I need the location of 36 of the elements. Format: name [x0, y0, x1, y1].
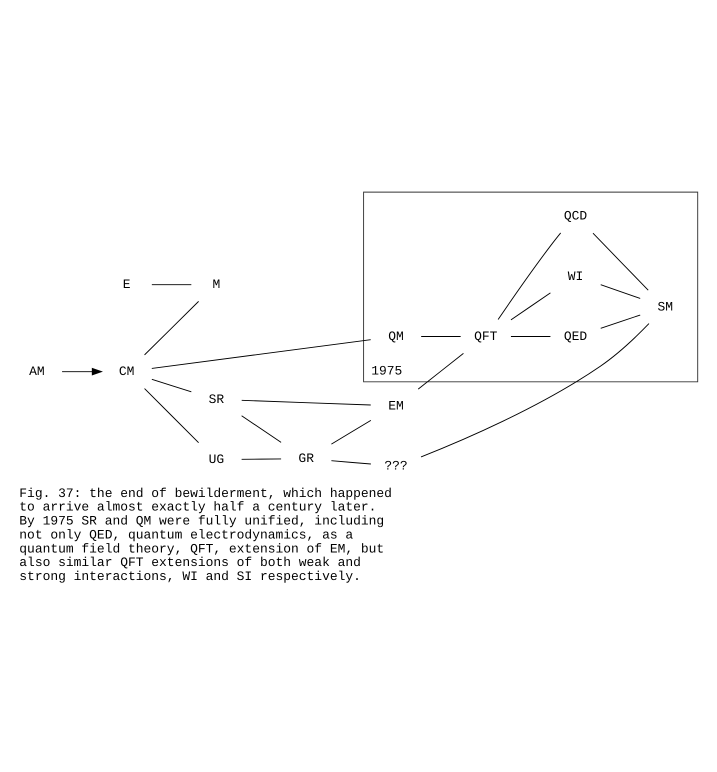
- node-text: QM: [388, 328, 404, 344]
- node-text: QFT: [474, 328, 498, 344]
- connector: [151, 339, 372, 369]
- connector: [241, 400, 372, 406]
- node-text: QED: [564, 328, 588, 344]
- caption: Fig. 37: the end of bewilderment, which happened to arrive almost exactly half a century later. By 1975 SR and QM were fully unified, including not only QED, quantum electrodynamics, as a quantum field theory, QFT, extension of EM, but also similar QFT extensions of both weak and strong interactions, WI and SI respectively.: [19, 486, 392, 584]
- node-text: ???: [384, 458, 408, 474]
- connector: [144, 388, 200, 444]
- connector: [600, 284, 641, 299]
- node-text: M: [212, 277, 220, 292]
- node-text: CM: [118, 364, 134, 380]
- arrow: [62, 368, 103, 376]
- node-text: WI: [568, 268, 584, 284]
- connector: [420, 336, 462, 337]
- connector: [592, 232, 649, 291]
- node-text: QCD: [564, 208, 588, 224]
- connector: [151, 284, 192, 286]
- node-text: GR: [298, 451, 314, 466]
- connector: [151, 378, 192, 392]
- node-text: SR: [208, 392, 224, 407]
- connector: [418, 352, 464, 390]
- connector: [241, 415, 282, 443]
- node-text: AM: [29, 364, 45, 380]
- node-text: EM: [388, 398, 404, 414]
- connector: [600, 314, 641, 329]
- connector: [510, 292, 551, 320]
- connector: [241, 458, 282, 460]
- connector: [330, 460, 372, 464]
- connector: [330, 420, 372, 445]
- connector: [510, 336, 551, 337]
- connector: [144, 300, 200, 356]
- connector: [498, 232, 562, 320]
- node-text: UG: [208, 452, 224, 467]
- node-text: SM: [658, 299, 674, 314]
- connector: [420, 323, 650, 458]
- node-text: E: [122, 277, 131, 292]
